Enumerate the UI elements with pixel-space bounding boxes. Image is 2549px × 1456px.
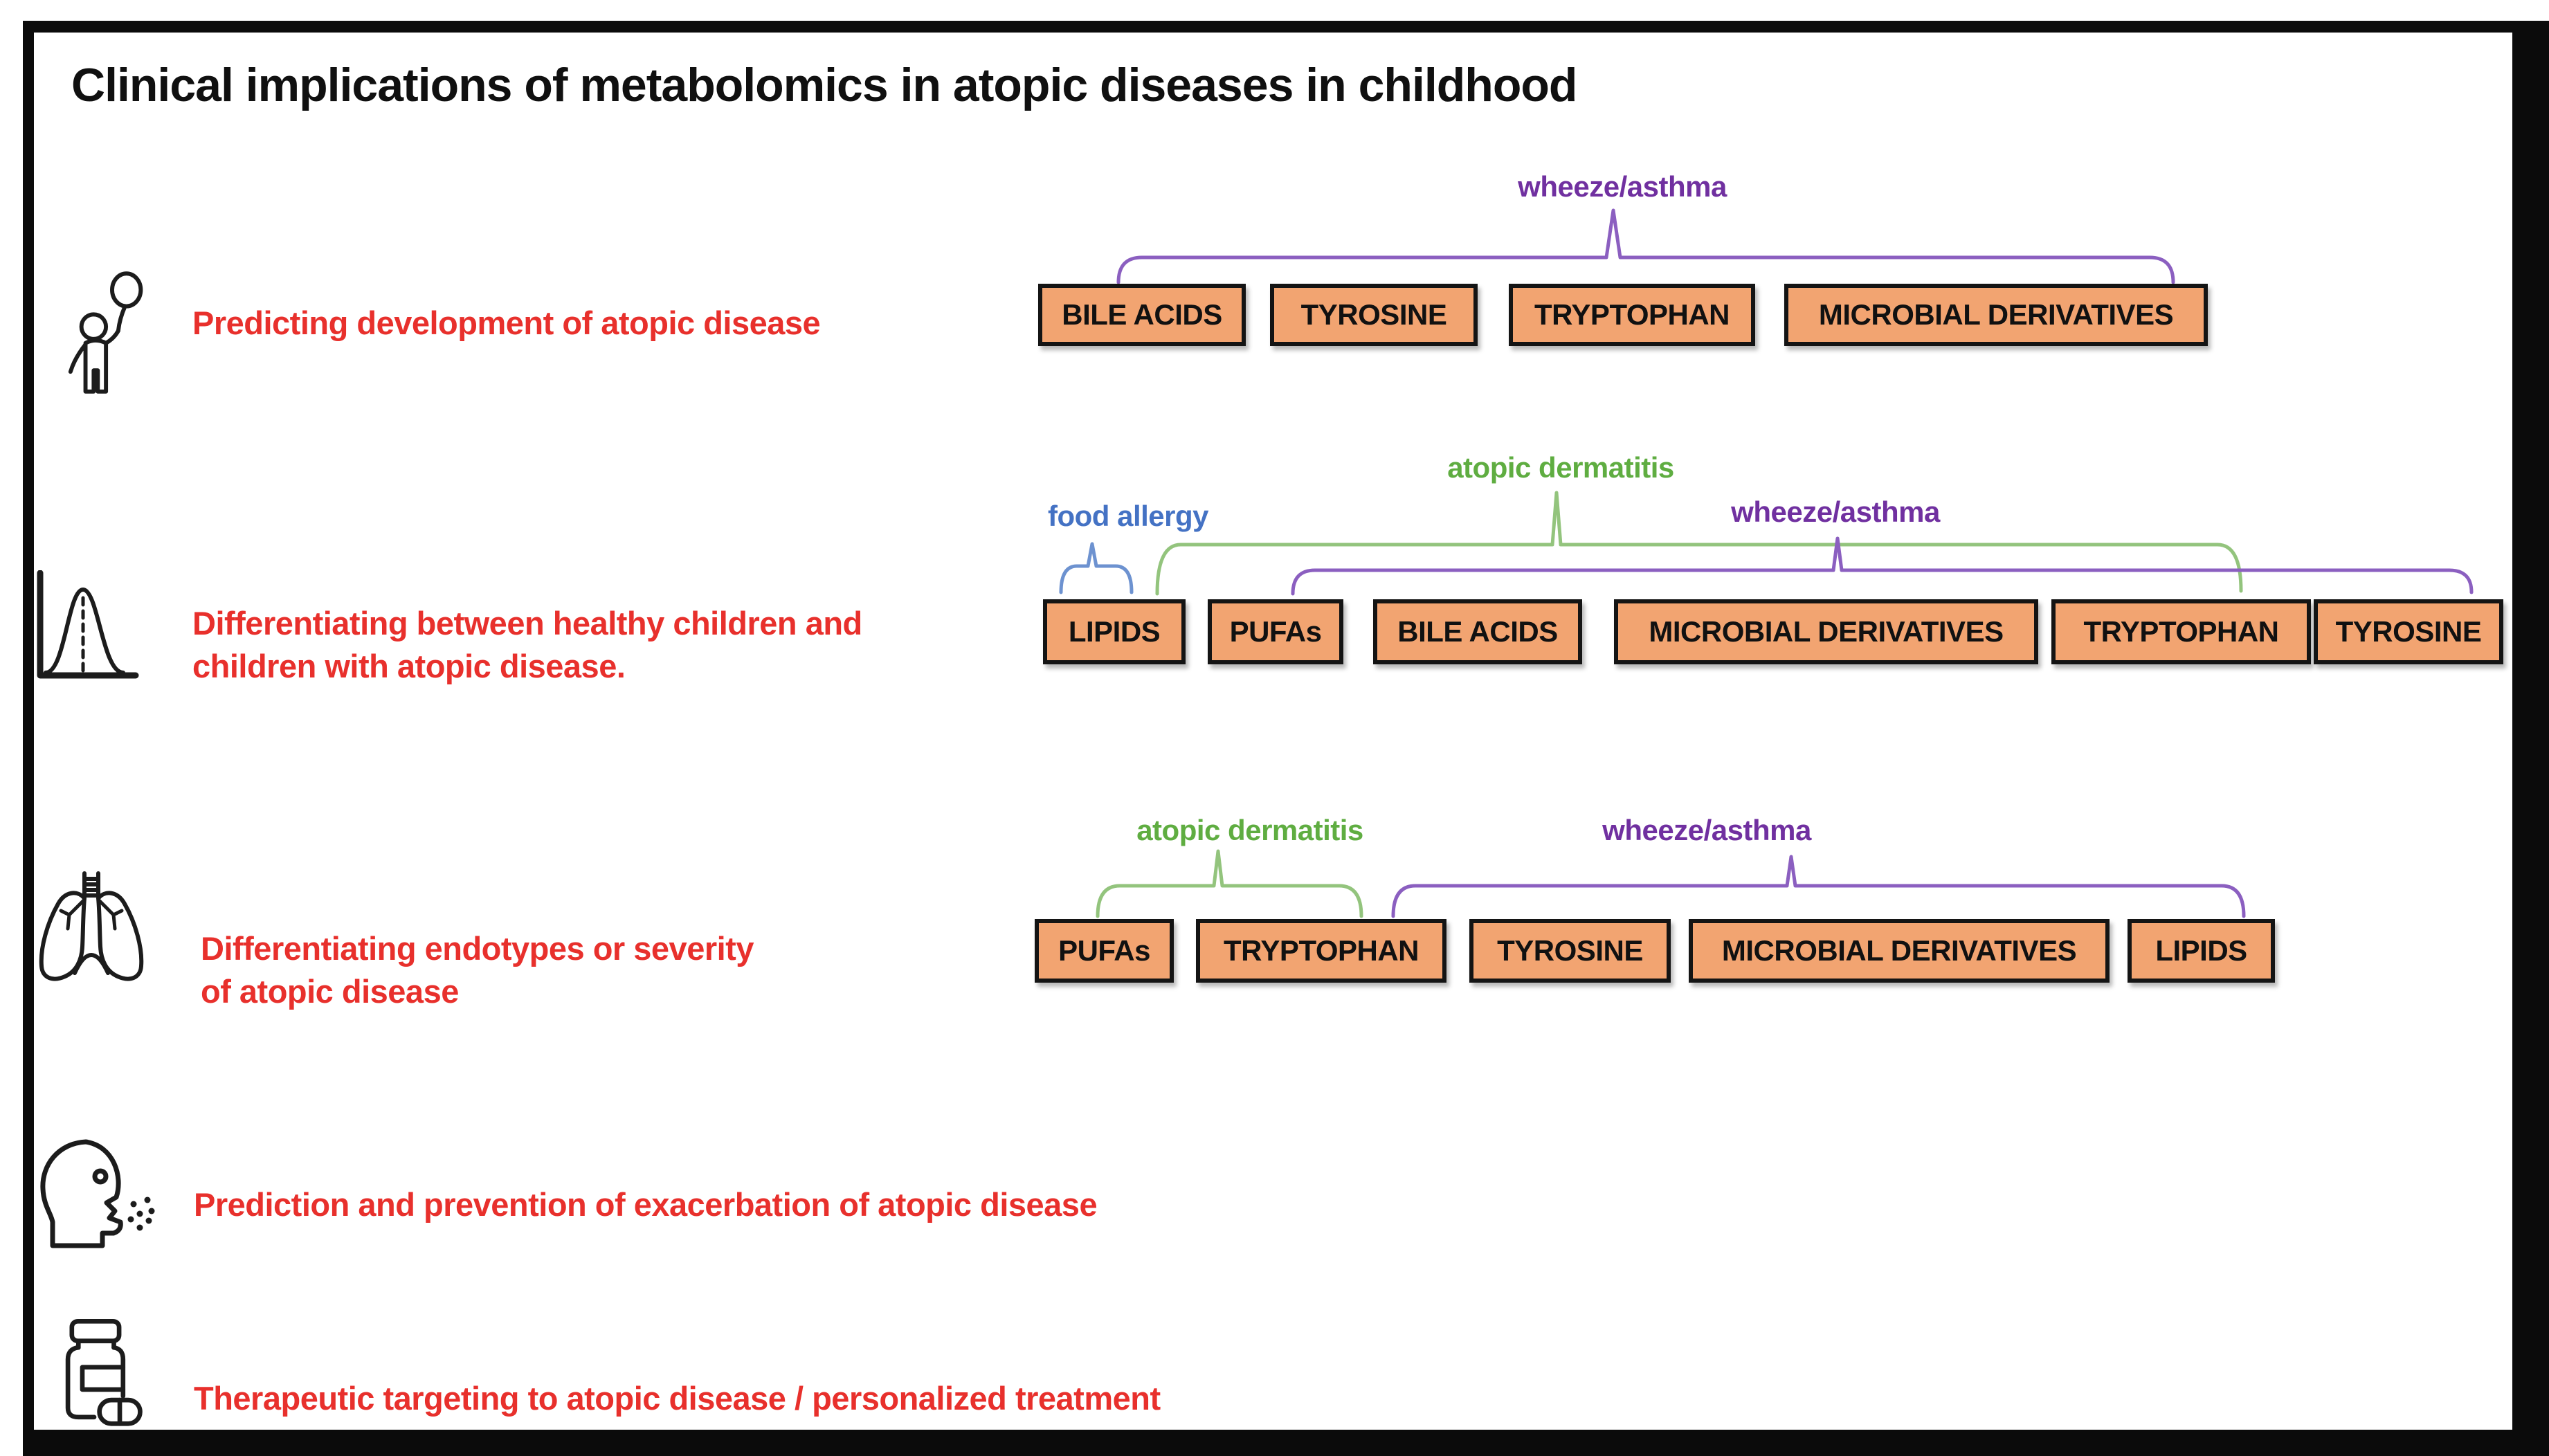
figure-title: Clinical implications of metabolomics in… (71, 59, 1577, 111)
child-with-balloon-icon (64, 267, 159, 399)
metabolite-box: LIPIDS (2128, 919, 2275, 983)
metabolite-box: LIPIDS (1043, 599, 1186, 664)
metabolite-box: MICROBIAL DERIVATIVES (1689, 919, 2110, 983)
trachea (82, 871, 100, 899)
row5-description: Therapeutic targeting to atopic disease … (194, 1380, 1161, 1417)
row2-atopic-dermatitis-brace (1155, 491, 2243, 596)
row3-atopic-dermatitis-label: atopic dermatitis (1136, 814, 1363, 846)
row2-description-line2: children with atopic disease. (192, 648, 626, 684)
row1-wheeze-asthma-brace (1116, 208, 2175, 284)
metabolite-box: TRYPTOPHAN (2051, 599, 2311, 664)
metabolite-box: BILE ACIDS (1038, 284, 1246, 346)
diaphragm-arch (73, 953, 110, 975)
metabolite-box: TYROSINE (2314, 599, 2503, 664)
pill-bottle-icon (43, 1312, 147, 1440)
head-profile (40, 1139, 123, 1248)
row3-wheeze-asthma-brace (1391, 855, 2246, 918)
metabolite-box: PUFAs (1035, 919, 1174, 983)
metabolite-box: TYROSINE (1270, 284, 1478, 346)
left-lung (39, 891, 87, 981)
bottle-label (80, 1365, 126, 1392)
row2-atopic-dermatitis-label: atopic dermatitis (1447, 451, 1674, 484)
right-lung (96, 891, 144, 981)
nostril (92, 1168, 109, 1185)
metabolite-box: TRYPTOPHAN (1509, 284, 1755, 346)
metabolite-box: TYROSINE (1469, 919, 1671, 983)
row3-atopic-dermatitis-brace (1096, 849, 1363, 918)
bell-curve-icon (32, 570, 139, 684)
row1-description: Predicting development of atopic disease (192, 304, 821, 341)
bronchi (59, 899, 124, 931)
metabolite-box: MICROBIAL DERIVATIVES (1614, 599, 2038, 664)
row1-wheeze-asthma-label: wheeze/asthma (1518, 170, 1727, 203)
metabolite-box: PUFAs (1208, 599, 1343, 664)
figure-border (23, 21, 2549, 1456)
row2-food-allergy-label: food allergy (1047, 500, 1209, 532)
metabolite-box: MICROBIAL DERIVATIVES (1784, 284, 2208, 346)
row2-description-line1: Differentiating between healthy children… (192, 605, 862, 641)
row2-wheeze-asthma-label: wheeze/asthma (1731, 495, 1940, 528)
child-body (68, 329, 120, 394)
balloon-string (116, 304, 127, 334)
row2-food-allergy-brace (1059, 542, 1134, 594)
bottle-cap (69, 1318, 122, 1344)
axes (37, 570, 139, 679)
row3-wheeze-asthma-label: wheeze/asthma (1602, 814, 1811, 846)
cough-droplets (127, 1196, 155, 1231)
lungs-icon (35, 871, 149, 992)
metabolite-box: TRYPTOPHAN (1196, 919, 1446, 983)
coughing-head-icon (32, 1136, 160, 1261)
row4-description: Prediction and prevention of exacerbatio… (194, 1186, 1098, 1223)
row2-wheeze-asthma-brace (1291, 536, 2474, 596)
row3-description-line2: of atopic disease (201, 973, 459, 1010)
metabolite-box: BILE ACIDS (1373, 599, 1582, 664)
bottle-body (65, 1345, 126, 1420)
distribution-curve (44, 588, 125, 675)
row3-description-line1: Differentiating endotypes or severity (201, 930, 754, 967)
